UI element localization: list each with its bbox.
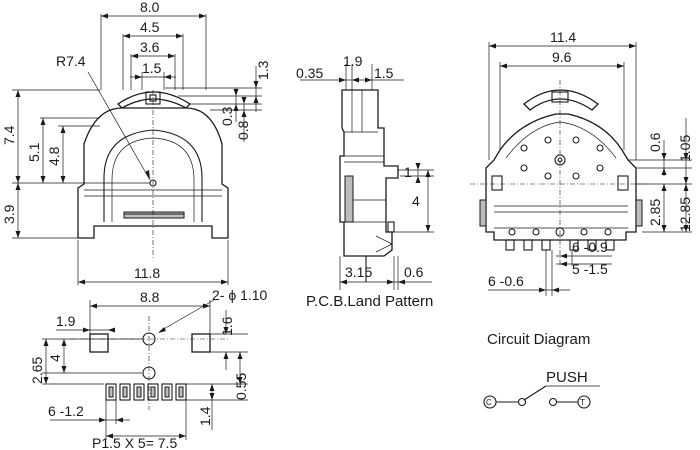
- dim-front-1-5: 1.5: [142, 60, 162, 76]
- dim-front-left-5-1: 5.1: [26, 142, 42, 162]
- pcb-land-pattern: 8.8 2- ϕ 1.10 1.9 1.6 2.65 4 0.55 6 -1.2…: [29, 287, 433, 450]
- dim-pcb-4: 4: [47, 354, 63, 362]
- dim-front-right-0-8: 0.8: [235, 120, 251, 140]
- dim-pcb-pitch: P1.5 X 5= 7.5: [92, 435, 177, 450]
- front-view: 8.0 4.5 3.6 1.5 R7.4 11.8 1.3 0.3 0.8 7.…: [1, 0, 271, 285]
- push-switch-label: PUSH: [546, 369, 588, 386]
- dim-front-right-1-3: 1.3: [255, 60, 271, 80]
- dim-pcb-1-6: 1.6: [219, 316, 235, 336]
- dim-right-11-4: 11.4: [550, 29, 576, 45]
- dim-front-bottom-11-8: 11.8: [134, 265, 160, 281]
- dim-side-1: 1: [404, 164, 412, 180]
- dim-front-8-0: 8.0: [140, 0, 160, 15]
- dim-pcb-hole: 2- ϕ 1.10: [212, 287, 268, 303]
- dim-side-3-15: 3.15: [345, 264, 372, 280]
- dim-front-left-7-4: 7.4: [1, 125, 17, 145]
- dim-right-9-6: 9.6: [552, 49, 572, 65]
- pcb-land-title: P.C.B.Land Pattern: [306, 293, 433, 310]
- dim-front-right-0-3: 0.3: [219, 106, 235, 126]
- circuit-diagram: Circuit Diagram PUSH C T: [483, 331, 600, 409]
- right-view: 11.4 9.6 0.6 1.05 2.85 12.85 6 -0.9 5 -1…: [470, 29, 693, 296]
- dim-pcb-2-65: 2.65: [29, 357, 45, 384]
- dim-right-2-85: 2.85: [647, 199, 663, 226]
- dim-side-1-5: 1.5: [374, 65, 394, 81]
- dim-right-6-0-9: 6 -0.9: [572, 239, 608, 255]
- dim-right-1-05: 1.05: [677, 135, 693, 162]
- dim-pcb-1-4: 1.4: [197, 406, 213, 426]
- terminal-t-label: T: [580, 398, 585, 407]
- dim-front-radius: R7.4: [56, 53, 86, 69]
- dim-side-0-35: 0.35: [296, 65, 323, 81]
- dim-right-12-85: 12.85: [677, 197, 693, 232]
- dim-front-left-4-8: 4.8: [46, 146, 62, 166]
- dim-right-0-6: 0.6: [647, 132, 663, 152]
- dim-front-left-3-9: 3.9: [1, 204, 17, 224]
- dim-front-3-6: 3.6: [140, 39, 160, 55]
- dim-pcb-0-55: 0.55: [233, 373, 249, 400]
- terminal-c-label: C: [486, 398, 492, 407]
- dim-right-5-1-5: 5 -1.5: [572, 261, 608, 277]
- dim-pcb-1-9: 1.9: [56, 313, 76, 329]
- dim-side-0-6: 0.6: [404, 264, 424, 280]
- dim-front-4-5: 4.5: [140, 19, 160, 35]
- dim-side-1-9: 1.9: [343, 53, 363, 69]
- side-view: 0.35 1.9 1.5 1 4 3.15 0.6: [296, 53, 434, 290]
- dim-pcb-8-8: 8.8: [140, 289, 160, 305]
- dim-right-6-0-6: 6 -0.6: [488, 273, 524, 289]
- circuit-title: Circuit Diagram: [487, 331, 590, 348]
- dim-pcb-6-1-2: 6 -1.2: [48, 403, 84, 419]
- dim-side-4: 4: [412, 193, 420, 209]
